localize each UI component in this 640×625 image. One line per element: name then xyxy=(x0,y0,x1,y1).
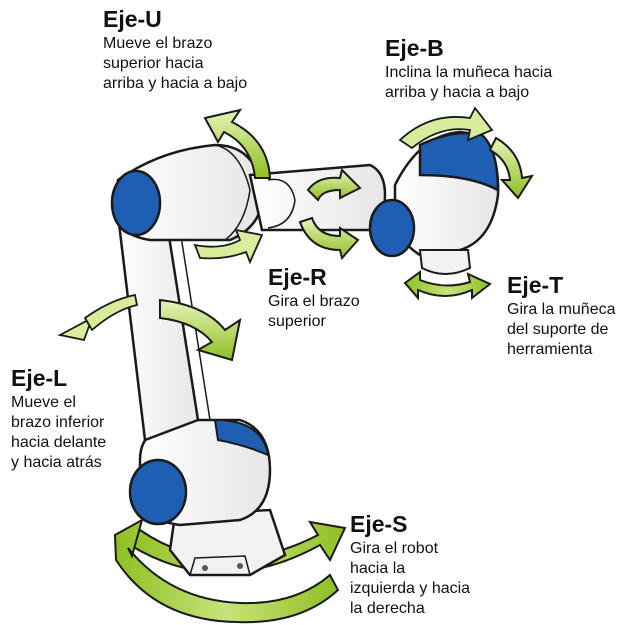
axis-title-r: Eje-R xyxy=(268,264,327,290)
axis-description-s: Gira el robot hacia la izquierda y hacia… xyxy=(350,540,471,617)
axis-title-u: Eje-U xyxy=(103,6,162,32)
axis-label-r: Eje-R Gira el brazo superior xyxy=(268,264,408,332)
t-axis-rotation-arrow xyxy=(403,270,492,301)
axis-description-u: Mueve el brazo superior hacia arriba y h… xyxy=(103,35,248,92)
axis-title-t: Eje-T xyxy=(507,272,564,298)
axis-description-t: Gira la muñeca del suporte de herramient… xyxy=(507,301,616,358)
robot-base xyxy=(168,508,287,577)
axis-label-b: Eje-B Inclina la muñeca hacia arriba y h… xyxy=(385,35,615,103)
axis-description-r: Gira el brazo superior xyxy=(268,293,360,330)
axis-title-s: Eje-S xyxy=(350,511,408,537)
upper-joint xyxy=(110,143,264,242)
wrist-joint xyxy=(368,130,500,275)
axis-description-l: Mueve el brazo inferior hacia delante y … xyxy=(11,394,107,471)
b-axis-rotation-arrow xyxy=(398,106,535,200)
r-axis-rotation-arrow xyxy=(298,168,362,261)
axis-label-u: Eje-U Mueve el brazo superior hacia arri… xyxy=(103,6,303,94)
u-axis-rotation-arrow xyxy=(193,108,272,265)
axis-label-t: Eje-T Gira la muñeca del suporte de herr… xyxy=(507,272,637,360)
axis-title-l: Eje-L xyxy=(11,365,68,391)
l-axis-rotation-arrow xyxy=(57,293,242,362)
lower-joint xyxy=(128,418,272,527)
axis-label-l: Eje-L Mueve el brazo inferior hacia dela… xyxy=(11,365,151,473)
axis-title-b: Eje-B xyxy=(385,35,444,61)
axis-label-s: Eje-S Gira el robot hacia la izquierda y… xyxy=(350,511,550,619)
axis-description-b: Inclina la muñeca hacia arriba y hacia a… xyxy=(385,64,553,101)
